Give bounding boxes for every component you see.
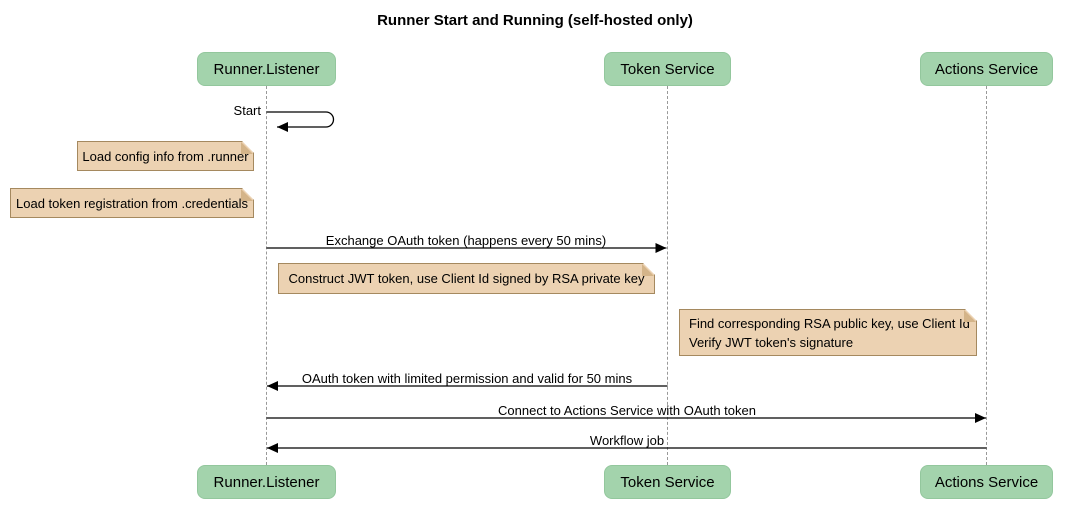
note-text: Find corresponding RSA public key, use C… [689, 315, 970, 331]
message-label-exchange-oauth-token: Exchange OAuth token (happens every 50 m… [325, 233, 607, 248]
participant-label: Actions Service [934, 60, 1039, 78]
arrow-self-start [266, 111, 335, 132]
participant-actions-service-bottom: Actions Service [920, 465, 1053, 499]
note-text: Verify JWT token's signature [689, 334, 854, 350]
participant-actions-service-top: Actions Service [920, 52, 1053, 86]
message-label-oauth-token-return: OAuth token with limited permission and … [301, 371, 633, 386]
participant-label: Actions Service [934, 473, 1039, 491]
diagram-title: Runner Start and Running (self-hosted on… [377, 12, 693, 29]
note-text: Construct JWT token, use Client Id signe… [288, 271, 645, 286]
note-verify-jwt: Find corresponding RSA public key, use C… [679, 309, 977, 356]
participant-token-service-top: Token Service [604, 52, 731, 86]
note-construct-jwt: Construct JWT token, use Client Id signe… [278, 263, 655, 294]
note-load-config: Load config info from .runner [77, 141, 254, 171]
note-load-token-registration: Load token registration from .credential… [10, 188, 254, 218]
message-label-start: Start [233, 103, 261, 118]
note-text: Load token registration from .credential… [16, 195, 248, 211]
lifeline-runner-listener [266, 86, 267, 465]
participant-label: Token Service [620, 473, 715, 491]
message-label-connect-actions-service: Connect to Actions Service with OAuth to… [498, 403, 756, 418]
participant-label: Token Service [620, 60, 715, 78]
participant-label: Runner.Listener [213, 60, 320, 78]
participant-label: Runner.Listener [213, 473, 320, 491]
participant-runner-listener-bottom: Runner.Listener [197, 465, 336, 499]
participant-runner-listener-top: Runner.Listener [197, 52, 336, 86]
participant-token-service-bottom: Token Service [604, 465, 731, 499]
lifeline-actions-service [986, 86, 987, 465]
message-label-workflow-job: Workflow job [589, 433, 665, 448]
lifeline-token-service [667, 86, 668, 465]
note-text: Load config info from .runner [82, 148, 249, 164]
